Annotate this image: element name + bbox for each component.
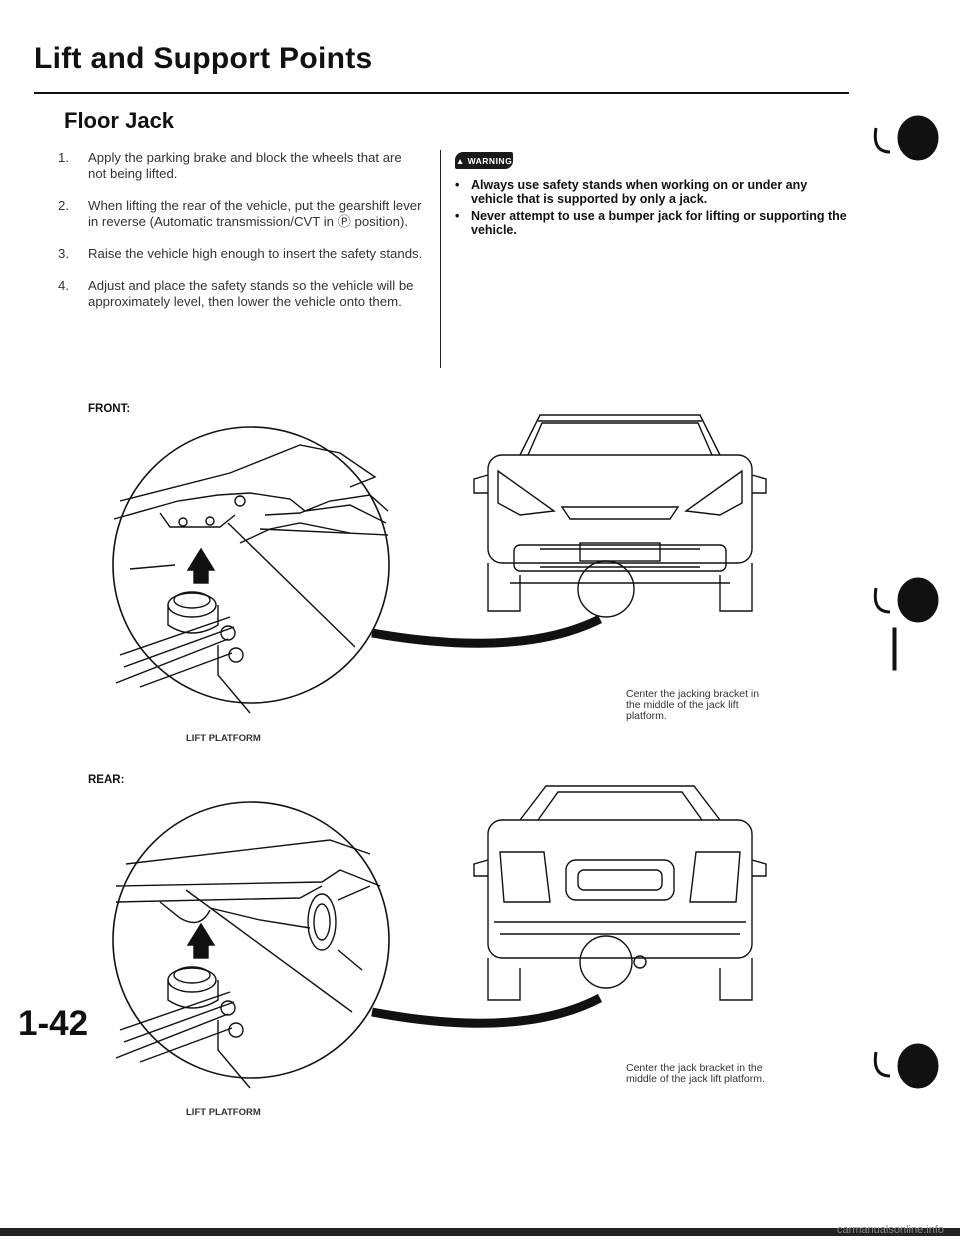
- step-item: 3. Raise the vehicle high enough to inser…: [58, 246, 423, 262]
- page-number: 1-42: [18, 1004, 89, 1043]
- page-title: Lift and Support Points: [34, 42, 373, 75]
- rear-caption: Center the jack bracket in the middle of…: [626, 1062, 765, 1085]
- front-jack-illustration: [112, 414, 767, 714]
- warning-badge: ▲ WARNING: [455, 152, 513, 169]
- step-text: Apply the parking brake and block the wh…: [88, 150, 402, 181]
- column-divider: [440, 150, 441, 368]
- title-rule: [34, 92, 849, 94]
- step-item: 4. Adjust and place the safety stands so …: [58, 278, 423, 310]
- step-number: 1.: [58, 150, 69, 165]
- step-item: 1. Apply the parking brake and block the …: [58, 150, 423, 182]
- front-label: FRONT:: [88, 403, 131, 415]
- step-text: Adjust and place the safety stands so th…: [88, 278, 414, 309]
- section-title: Floor Jack: [64, 108, 175, 133]
- front-caption: Center the jacking bracket in the middle…: [626, 688, 760, 722]
- warning-badge-label: WARNING: [467, 155, 513, 166]
- warning-item: • Never attempt to use a bumper jack for …: [455, 209, 850, 237]
- step-number: 3.: [58, 246, 69, 261]
- bullet-icon: •: [455, 178, 460, 192]
- rear-label: REAR:: [88, 774, 125, 786]
- warning-icon: ▲: [455, 155, 468, 166]
- step-number: 2.: [58, 198, 69, 213]
- step-text: When lifting the rear of the vehicle, pu…: [88, 198, 422, 229]
- step-text: Raise the vehicle high enough to insert …: [88, 246, 423, 261]
- footer-watermark: carmanualsonline.info: [836, 1224, 944, 1236]
- warning-text: Always use safety stands when working on…: [471, 178, 808, 206]
- instruction-steps: 1. Apply the parking brake and block the …: [58, 150, 423, 326]
- warning-item: • Always use safety stands when working o…: [455, 178, 850, 206]
- rear-platform-label: LIFT PLATFORM: [186, 1107, 261, 1118]
- rear-jack-illustration: [112, 785, 767, 1089]
- bullet-icon: •: [455, 209, 460, 223]
- step-item: 2. When lifting the rear of the vehicle, …: [58, 198, 423, 230]
- warning-list: • Always use safety stands when working o…: [455, 178, 850, 240]
- warning-text: Never attempt to use a bumper jack for l…: [471, 209, 847, 237]
- step-number: 4.: [58, 278, 69, 293]
- front-platform-label: LIFT PLATFORM: [186, 733, 261, 744]
